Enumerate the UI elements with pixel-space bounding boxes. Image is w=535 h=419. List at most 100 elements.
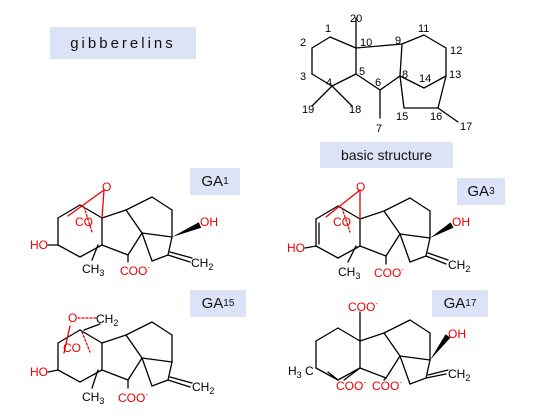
bond (331, 85, 353, 107)
bond (383, 332, 401, 357)
bond (141, 232, 153, 262)
bond (399, 43, 403, 77)
bond (125, 196, 153, 211)
bond (399, 75, 405, 109)
carbon-number-label: 20 (350, 13, 362, 25)
carbon-number-label: 1 (325, 23, 331, 35)
carbon-number-label: 11 (418, 23, 429, 35)
carbon-number-label: 13 (449, 69, 461, 81)
atom-label: HO (30, 238, 48, 252)
carboxylate-label: COO- (336, 378, 366, 393)
atom-label: CH2 (448, 258, 470, 274)
bond (311, 73, 333, 87)
bond (311, 85, 333, 107)
bond (101, 189, 105, 219)
bond (379, 75, 401, 91)
carbon-number-label: 18 (349, 104, 361, 116)
bond (315, 327, 339, 342)
title-text: gibberelins (70, 34, 176, 52)
carbon-number-label: 12 (450, 45, 462, 57)
atom-label: OH (448, 327, 466, 341)
bond (337, 245, 361, 259)
bond (125, 209, 143, 234)
carboxylate-label: COO- (348, 299, 378, 314)
bond (81, 331, 91, 353)
carbon-number-label: 19 (302, 104, 314, 116)
bond (383, 210, 401, 235)
atom-label: CO (63, 341, 81, 355)
bond (327, 371, 339, 381)
bond (425, 373, 447, 379)
bond (79, 369, 103, 383)
bond (79, 329, 103, 344)
atom-label: O (68, 311, 77, 325)
bond (141, 232, 173, 238)
atom-label: CH2 (191, 256, 213, 272)
bond (169, 251, 193, 259)
bond (127, 357, 143, 381)
bond (427, 369, 449, 376)
carbon-number-label: 16 (430, 111, 442, 123)
carbon-number-label: 2 (300, 37, 306, 49)
atom-label: CH2 (192, 380, 214, 396)
bond (383, 377, 387, 381)
bond (101, 334, 127, 344)
atom-label: H3 (288, 364, 302, 380)
carbon-number-label: 4 (326, 77, 332, 89)
bond (359, 367, 387, 379)
wedge-bond (430, 334, 451, 360)
bond (325, 189, 361, 218)
bond (141, 357, 153, 387)
atom-label: CH2 (96, 312, 118, 328)
bond (409, 377, 427, 385)
bond (359, 332, 385, 342)
bond (423, 34, 447, 49)
atom-label: O (102, 180, 111, 194)
bond (47, 369, 59, 373)
bond (57, 329, 81, 344)
carboxylate-label: COO- (374, 265, 404, 280)
bond (347, 245, 357, 263)
atom-label: CH3 (338, 265, 360, 281)
bond (91, 369, 99, 389)
atom-label: HO (287, 241, 305, 255)
bond (67, 189, 105, 217)
bond (355, 43, 403, 49)
basic-structure-label: basic structure (320, 142, 453, 168)
atom-label: OH (452, 215, 470, 229)
bond (91, 244, 99, 261)
bond (141, 357, 173, 363)
bond (423, 75, 447, 89)
atom-label: CH3 (82, 390, 104, 406)
bond (57, 369, 81, 383)
atom-label: C (305, 364, 314, 378)
carbon-number-label: 7 (376, 123, 382, 135)
atom-label: O (356, 180, 365, 194)
bond (425, 255, 447, 265)
carbon-number-label: 6 (375, 77, 381, 89)
bond (83, 206, 93, 233)
bond (167, 254, 191, 263)
bond (167, 379, 191, 388)
carboxylate-label: COO- (372, 378, 402, 393)
bond (57, 244, 81, 258)
wedge-bond (430, 222, 454, 238)
carbon-number-label: 9 (395, 35, 401, 47)
bond (437, 75, 447, 109)
bond (125, 321, 153, 336)
bond (399, 355, 431, 361)
bond (79, 244, 103, 258)
bond (151, 321, 173, 336)
bond (359, 245, 387, 257)
atom-label: CH2 (448, 367, 470, 383)
carbon-number-label: 14 (419, 73, 431, 85)
bond (427, 252, 449, 261)
bond (385, 233, 401, 257)
bond (437, 107, 459, 123)
bond (337, 327, 361, 342)
